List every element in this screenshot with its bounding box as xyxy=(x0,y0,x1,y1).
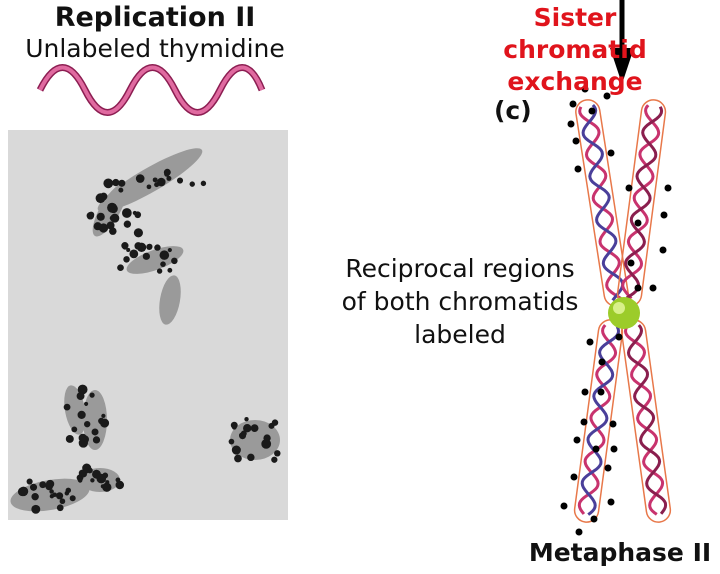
label-dot xyxy=(610,445,618,453)
label-dot xyxy=(574,165,582,173)
down-arrow-icon xyxy=(610,0,634,84)
ribbon-icon xyxy=(36,64,266,116)
label-dot xyxy=(592,445,600,453)
label-dot xyxy=(603,92,611,100)
label-dot xyxy=(598,358,606,366)
label-dot xyxy=(572,137,580,145)
label-dot xyxy=(634,284,642,292)
label-dot xyxy=(570,473,578,481)
label-dot xyxy=(649,284,657,292)
label-dot xyxy=(660,211,668,219)
annotation-text: Reciprocal regions of both chromatids la… xyxy=(341,254,579,349)
label-dot xyxy=(634,219,642,227)
label-dot xyxy=(575,528,583,536)
label-dot xyxy=(609,420,617,428)
label-dot xyxy=(581,85,589,93)
label-dots xyxy=(560,85,672,536)
micrograph-photo xyxy=(8,130,288,520)
label-dot xyxy=(580,418,588,426)
label-dot xyxy=(615,333,623,341)
label-dot xyxy=(560,502,568,510)
chromosome xyxy=(573,99,672,523)
label-dot xyxy=(604,464,612,472)
label-dot xyxy=(567,120,575,128)
label-dot xyxy=(586,338,594,346)
panel-title: Replication II xyxy=(54,2,256,33)
label-dot xyxy=(659,246,667,254)
label-dot xyxy=(625,184,633,192)
label-dot xyxy=(569,100,577,108)
event-label: Sister chromatid exchange xyxy=(503,3,647,96)
stage-label: Metaphase II xyxy=(528,538,712,567)
label-dot xyxy=(607,498,615,506)
label-dot xyxy=(573,436,581,444)
panel-subtitle: Unlabeled thymidine xyxy=(25,34,285,63)
label-dot xyxy=(607,149,615,157)
label-dot xyxy=(581,388,589,396)
label-dot xyxy=(664,184,672,192)
label-dot xyxy=(597,388,605,396)
label-dot xyxy=(627,259,635,267)
panel-letter: (c) xyxy=(494,96,532,125)
label-dot xyxy=(590,515,598,523)
label-dot xyxy=(588,107,596,115)
